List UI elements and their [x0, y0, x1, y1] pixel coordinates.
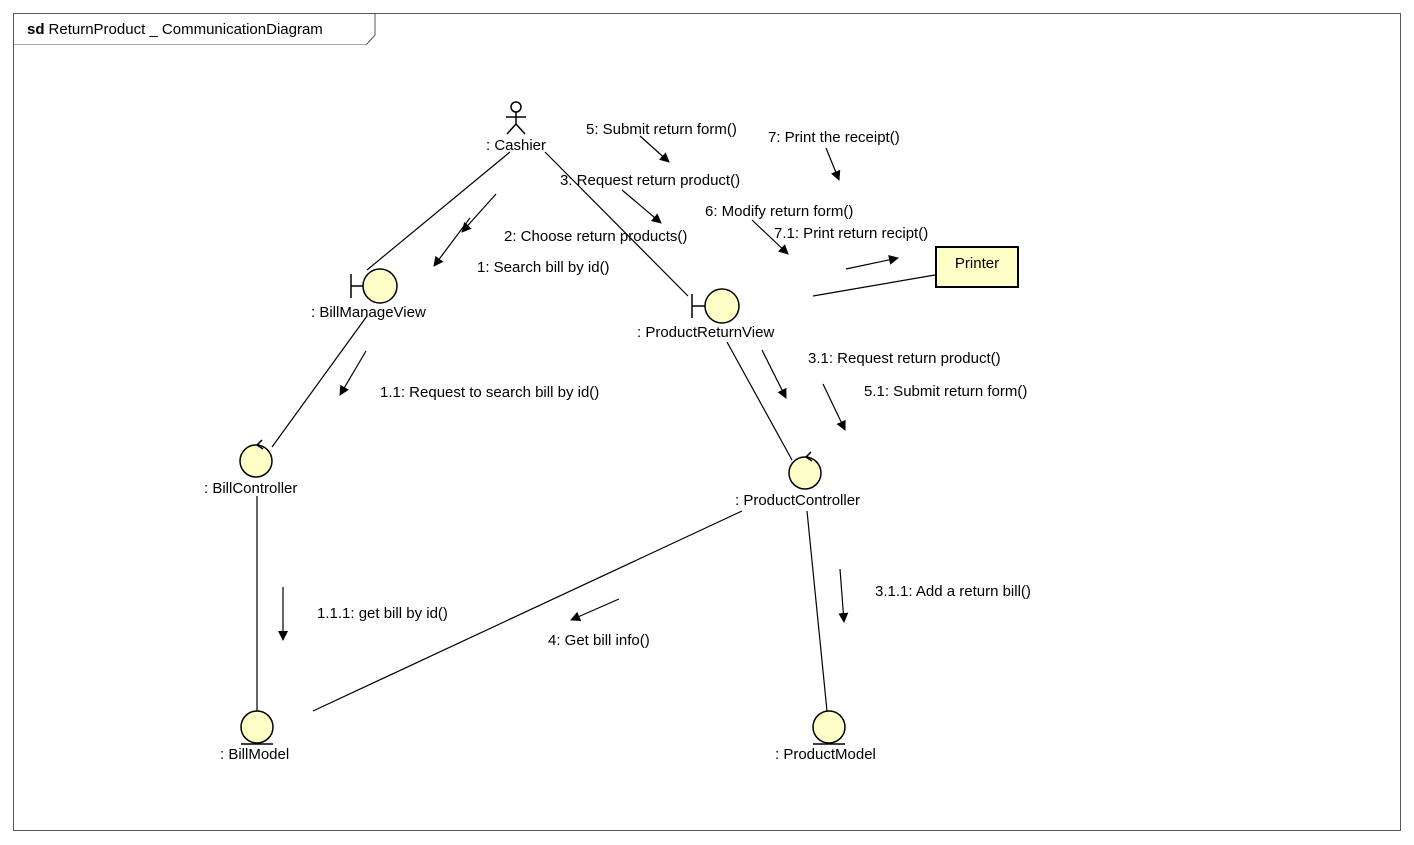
control-icon-billcontroller: [239, 439, 273, 478]
message-1-1-1: 1.1.1: get bill by id(): [317, 605, 448, 622]
arrow-m3: [621, 189, 662, 224]
link-productreturnview-printer: [812, 274, 936, 297]
arrow-m7: [825, 147, 841, 181]
boundary-icon-billmanageview: [350, 268, 398, 304]
message-2: 2: Choose return products(): [504, 228, 688, 245]
arrow-m2: [461, 193, 497, 233]
link-productcontroller-billmodel: [312, 510, 743, 712]
frame-tab: [13, 13, 376, 45]
arrow-m71: [845, 254, 899, 270]
message-5: 5: Submit return form(): [586, 121, 737, 138]
billmodel-label: : BillModel: [220, 746, 290, 763]
arrow-m5: [639, 135, 670, 163]
entity-icon-billmodel: [240, 710, 274, 745]
arrow-m51: [822, 383, 846, 431]
arrow-m31: [761, 349, 787, 399]
arrow-m1: [433, 217, 471, 267]
message-6: 6: Modify return form(): [705, 203, 854, 220]
arrow-m4: [570, 598, 620, 621]
productcontroller-label: : ProductController: [735, 492, 861, 509]
link-billmanageview-billcontroller: [271, 315, 368, 448]
message-7: 7: Print the receipt(): [768, 129, 900, 146]
link-cashier-productreturnview: [544, 151, 689, 297]
link-cashier-billmanageview: [366, 151, 511, 271]
message-7-1: 7.1: Print return recipt(): [774, 225, 929, 242]
diagram-frame: [13, 13, 1401, 831]
entity-icon-productmodel: [812, 710, 846, 745]
control-icon-productcontroller: [788, 451, 822, 490]
link-productcontroller-productmodel: [806, 510, 828, 712]
message-1-1: 1.1: Request to search bill by id(): [380, 384, 600, 401]
message-5-1: 5.1: Submit return form(): [864, 383, 1028, 400]
productreturnview-label: : ProductReturnView: [637, 324, 775, 341]
message-3-1-1: 3.1.1: Add a return bill(): [875, 583, 1031, 600]
arrow-m6: [751, 219, 789, 255]
cashier-actor-icon: [506, 101, 526, 135]
productmodel-label: : ProductModel: [775, 746, 876, 763]
message-3: 3: Request return product(): [560, 172, 741, 189]
message-1: 1: Search bill by id(): [477, 259, 610, 276]
printer-box: Printer: [935, 246, 1019, 288]
billcontroller-label: : BillController: [204, 480, 298, 497]
billmanageview-label: : BillManageView: [311, 304, 426, 321]
message-4: 4: Get bill info(): [548, 632, 650, 649]
cashier-label: : Cashier: [486, 137, 547, 154]
message-3-1: 3.1: Request return product(): [808, 350, 1001, 367]
boundary-icon-productreturnview: [691, 288, 740, 324]
arrow-m311: [838, 568, 849, 623]
arrow-m11: [339, 350, 367, 396]
link-productreturnview-productcontroller: [726, 341, 793, 461]
